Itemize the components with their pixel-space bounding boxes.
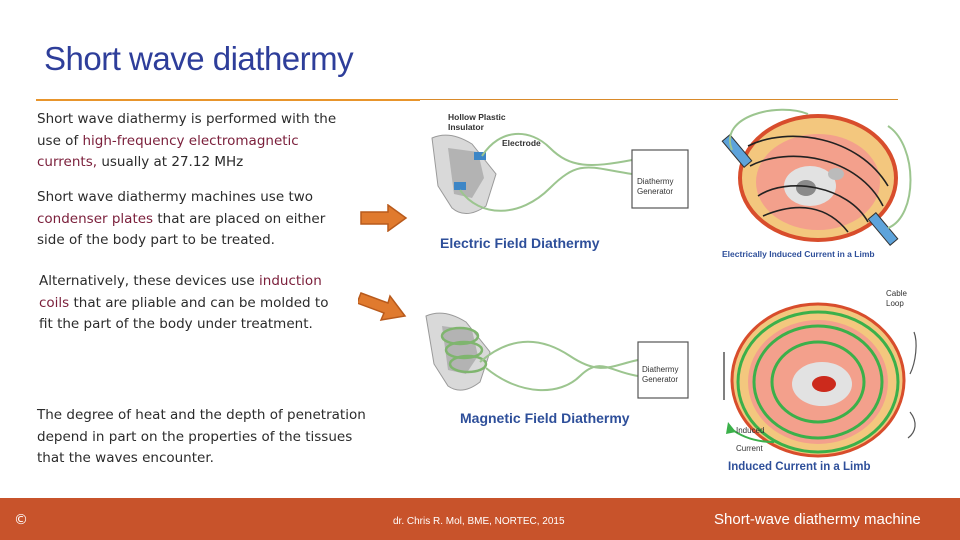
cable-label-1: Cable bbox=[886, 289, 907, 298]
magnetic-generator-label-2: Generator bbox=[642, 375, 678, 384]
paragraph-2-pre: Short wave diathermy machines use two bbox=[37, 189, 314, 205]
paragraph-4: The degree of heat and the depth of pene… bbox=[37, 407, 366, 466]
electrode-label: Electrode bbox=[502, 138, 541, 148]
electric-limb-diagram: Electrically Induced Current in a Limb bbox=[721, 108, 912, 259]
insulator-label-2: Insulator bbox=[448, 122, 485, 132]
slide-title: Short wave diathermy bbox=[44, 40, 354, 77]
magnetic-generator-label-1: Diathermy bbox=[642, 365, 678, 374]
paragraph-2-post: that are placed on either side of the bo… bbox=[37, 210, 326, 249]
magnetic-field-caption: Magnetic Field Diathermy bbox=[460, 410, 630, 426]
footer-author: dr. Chris R. Mol, BME, NORTEC, 2015 bbox=[393, 516, 565, 527]
title-underline-left bbox=[36, 99, 420, 101]
magnetic-limb-caption: Induced Current in a Limb bbox=[728, 461, 870, 473]
footer-bar: © dr. Chris R. Mol, BME, NORTEC, 2015 Sh… bbox=[0, 498, 960, 540]
paragraph-3-post: that are pliable and can be molded to fi… bbox=[39, 294, 329, 333]
electric-limb-caption: Electrically Induced Current in a Limb bbox=[722, 249, 875, 259]
paragraph-3-highlight: induction coils bbox=[39, 273, 322, 311]
paragraph-3-pre: Alternatively, these devices use bbox=[39, 273, 260, 289]
copyright-symbol: © bbox=[14, 512, 28, 528]
electric-field-diagram: Diathermy Generator Hollow Plastic Insul… bbox=[431, 112, 689, 251]
paragraph-2: Short wave diathermy machines use two co… bbox=[37, 187, 357, 252]
magnetic-field-diagram: Diathermy Generator Magnetic Field Diath… bbox=[425, 312, 689, 426]
title-underline-right bbox=[420, 99, 898, 100]
magnetic-limb-diagram: Cable Loop Induced Current Induced Curre… bbox=[723, 289, 917, 473]
paragraph-1: Short wave diathermy is performed with t… bbox=[37, 109, 357, 174]
paragraph-3: Alternatively, these devices use inducti… bbox=[39, 271, 345, 336]
arrow-right-icon bbox=[360, 204, 408, 232]
generator-label-2: Generator bbox=[637, 187, 673, 196]
footer-topic: Short-wave diathermy machine bbox=[714, 511, 921, 528]
arrow-down-right-icon bbox=[358, 292, 407, 321]
electric-field-caption: Electric Field Diathermy bbox=[440, 235, 600, 251]
induced-label-2: Current bbox=[736, 444, 763, 453]
cable-label-2: Loop bbox=[886, 299, 904, 308]
paragraph-1-highlight: high-frequency electromagnetic currents, bbox=[37, 132, 299, 171]
paragraph-2-highlight: condenser plates bbox=[37, 210, 154, 227]
induced-label-1: Induced bbox=[736, 426, 764, 435]
insulator-label-1: Hollow Plastic bbox=[448, 112, 506, 122]
paragraph-1-pre: Short wave diathermy is performed with t… bbox=[37, 111, 337, 149]
generator-label-1: Diathermy bbox=[637, 177, 673, 186]
paragraph-1-post: usually at 27.12 MHz bbox=[97, 154, 244, 170]
